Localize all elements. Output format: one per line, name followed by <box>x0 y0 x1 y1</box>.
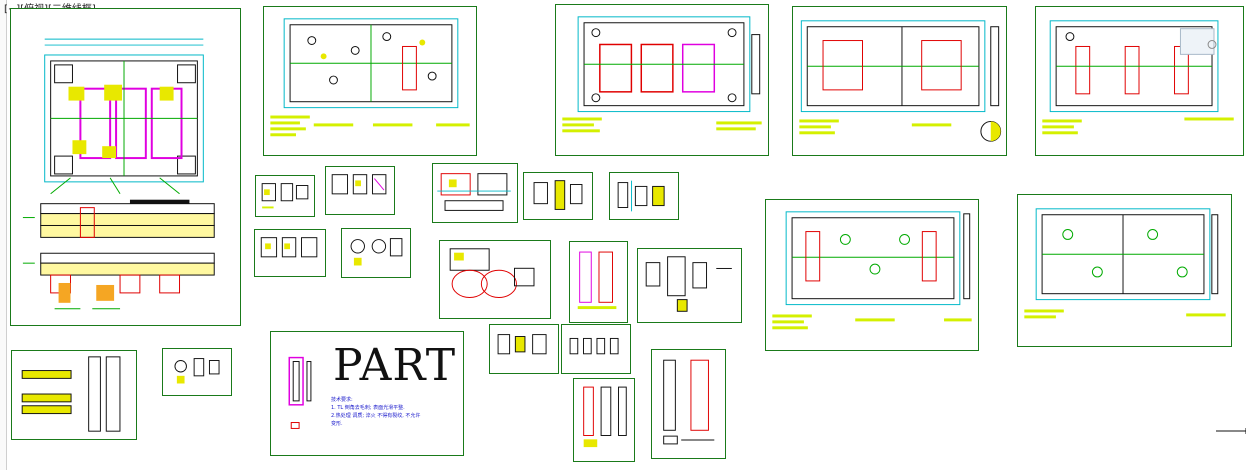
drawing-sheet-part-m[interactable] <box>489 324 559 374</box>
part-drawing-f <box>260 237 318 258</box>
tech-req-line-4: 变形. <box>331 421 343 427</box>
drawing-sheet-plate-3[interactable] <box>792 6 1007 156</box>
plate-drawing-5 <box>772 211 972 330</box>
part-drawing-m <box>497 334 547 355</box>
drawing-sheet-part-l[interactable] <box>162 348 232 396</box>
part-drawing-g <box>350 238 403 266</box>
drawing-sheet-plate-6[interactable] <box>1017 194 1232 347</box>
assembly-drawing <box>22 38 215 310</box>
drawing-sheet-part-c[interactable] <box>432 163 518 223</box>
part-drawing-n <box>569 337 619 355</box>
drawing-sheet-part-o[interactable] <box>573 378 635 462</box>
tech-req-line-1: 技术要求: <box>331 397 353 403</box>
scale-bar <box>1216 428 1246 434</box>
plate-drawing-4 <box>1042 20 1234 135</box>
part-drawing-c <box>437 173 511 211</box>
drawing-sheet-part-n[interactable] <box>561 324 631 374</box>
plate-drawing-3 <box>799 20 1002 142</box>
part-drawing-e <box>617 180 665 212</box>
tech-req-line-3: 2.热处理 调质; 淬火 不得有裂纹, 不允许 <box>331 413 421 419</box>
part-title-text: PART <box>333 340 457 391</box>
drawing-sheet-plate-1[interactable] <box>263 6 477 156</box>
drawing-sheet-part-p[interactable] <box>651 349 726 459</box>
part-drawing-i <box>577 251 617 310</box>
part-drawing-k <box>21 356 121 432</box>
part-drawing-j <box>645 256 732 312</box>
drawing-sheet-part-i[interactable] <box>569 241 628 323</box>
drawing-sheet-part-h[interactable] <box>439 240 551 319</box>
plate-drawing-2 <box>562 16 762 133</box>
drawing-sheet-assembly[interactable] <box>10 8 241 326</box>
drawing-sheet-part-g[interactable] <box>341 228 411 278</box>
drawing-sheet-part-k[interactable] <box>11 350 137 440</box>
drawing-sheet-plate-5[interactable] <box>765 199 979 351</box>
part-drawing-b <box>331 174 387 195</box>
part-drawing-h <box>449 248 535 299</box>
drawing-sheet-plate-4[interactable] <box>1035 6 1244 156</box>
drawing-sheet-part-e[interactable] <box>609 172 679 220</box>
tech-req-line-2: 1. TL 倒角去毛刺; 表面光滑平整. <box>331 405 405 411</box>
part-drawing-o <box>583 386 627 448</box>
drawing-sheet-part-f[interactable] <box>254 229 326 277</box>
plate-drawing-6 <box>1024 208 1226 319</box>
drawing-sheet-part-a[interactable] <box>255 175 315 217</box>
part-title-drawing <box>288 356 312 429</box>
technical-requirements: 技术要求: 1. TL 倒角去毛刺; 表面光滑平整. 2.热处理 调质; 淬火 … <box>331 396 420 428</box>
part-drawing-p <box>663 359 715 445</box>
drawing-sheet-part-d[interactable] <box>523 172 593 220</box>
drawing-sheet-part-title[interactable]: PART 技术要求: 1. TL 倒角去毛刺; 表面光滑平整. 2.热处理 调质… <box>270 331 464 456</box>
part-drawing-l <box>174 358 220 384</box>
viewport-left-edge <box>0 0 7 470</box>
drawing-sheet-part-j[interactable] <box>637 248 742 323</box>
part-drawing-d <box>533 180 583 210</box>
part-drawing-a <box>261 183 309 209</box>
plate-drawing-1 <box>270 18 470 137</box>
drawing-sheet-plate-2[interactable] <box>555 4 769 156</box>
drawing-sheet-part-b[interactable] <box>325 166 395 215</box>
